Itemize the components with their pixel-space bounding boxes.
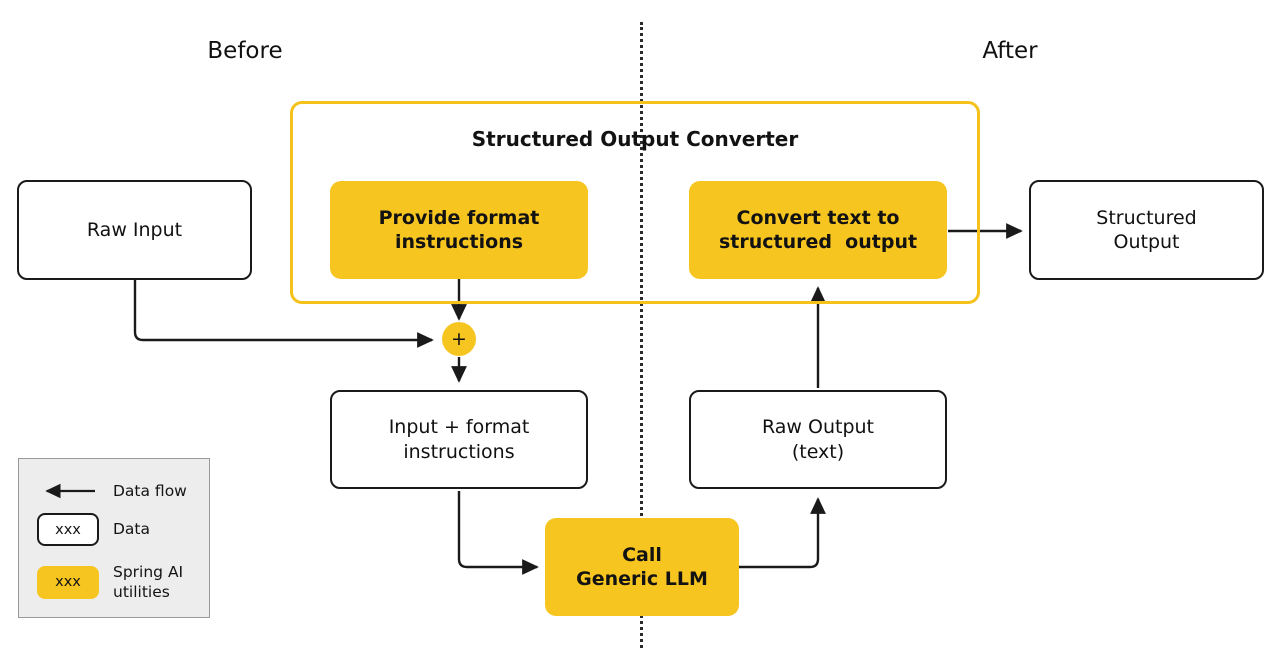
structured-output-converter-frame: Structured Output Converter — [290, 101, 980, 304]
node-convert-text-label-line2: structured output — [718, 231, 918, 253]
node-input-format-label-line1: Input + format — [388, 416, 530, 439]
node-structured-output-label-line2: Output — [1113, 231, 1180, 253]
data-flow-arrow-icon — [37, 482, 99, 500]
node-input-plus-format-instructions[interactable]: Input + format instructions — [330, 390, 588, 489]
node-provide-format-instructions[interactable]: Provide format instructions — [330, 181, 588, 279]
node-call-llm-label-line2: Generic LLM — [576, 568, 708, 590]
legend-item-spring-ai-utilities: xxx Spring AI utilities — [37, 562, 183, 602]
legend-swatch-data: xxx — [37, 513, 99, 546]
node-raw-input-label: Raw Input — [86, 218, 183, 241]
node-call-llm-label-line1: Call — [622, 543, 662, 566]
node-raw-input[interactable]: Raw Input — [17, 180, 252, 280]
legend-item-data: xxx Data — [37, 513, 150, 546]
legend-label-spring-ai-line2: utilities — [113, 583, 170, 602]
node-structured-output-label-line1: Structured — [1096, 206, 1197, 229]
node-input-format-label-line2: instructions — [403, 440, 515, 463]
legend-label-spring-ai-utilities: Spring AI utilities — [113, 562, 183, 602]
legend-item-data-flow: Data flow — [37, 481, 187, 501]
legend-swatch-spring-ai-utilities: xxx — [37, 565, 99, 599]
plus-icon: + — [451, 327, 467, 350]
section-title-after: After — [982, 38, 1038, 64]
node-raw-output[interactable]: Raw Output (text) — [689, 390, 947, 489]
node-raw-output-label-line1: Raw Output — [761, 416, 874, 439]
node-provide-format-label-line2: instructions — [394, 231, 524, 253]
edge-input-format-to-call-llm — [457, 491, 539, 575]
node-provide-format-label-line1: Provide format — [378, 206, 540, 229]
edge-raw-input-to-plus — [133, 278, 434, 348]
node-merge-plus[interactable]: + — [442, 322, 476, 356]
legend-label-data-flow: Data flow — [113, 482, 187, 500]
legend-label-spring-ai-line1: Spring AI — [113, 563, 184, 581]
legend-swatch-util-text: xxx — [55, 574, 81, 591]
legend-swatch-data-text: xxx — [55, 521, 81, 538]
before-after-divider — [640, 22, 643, 648]
node-convert-text-to-structured-output[interactable]: Convert text to structured output — [689, 181, 947, 279]
node-call-generic-llm[interactable]: Call Generic LLM — [545, 518, 739, 616]
structured-output-converter-label: Structured Output Converter — [471, 127, 799, 151]
legend-label-data: Data — [113, 520, 151, 539]
section-title-before: Before — [207, 38, 283, 64]
legend-panel: Data flow xxx Data xxx Spring AI utiliti… — [18, 458, 210, 618]
node-structured-output[interactable]: Structured Output — [1029, 180, 1264, 280]
node-convert-text-label-line1: Convert text to — [736, 206, 900, 229]
node-raw-output-label-line2: (text) — [791, 440, 845, 463]
edge-call-llm-to-raw-output — [739, 497, 826, 569]
